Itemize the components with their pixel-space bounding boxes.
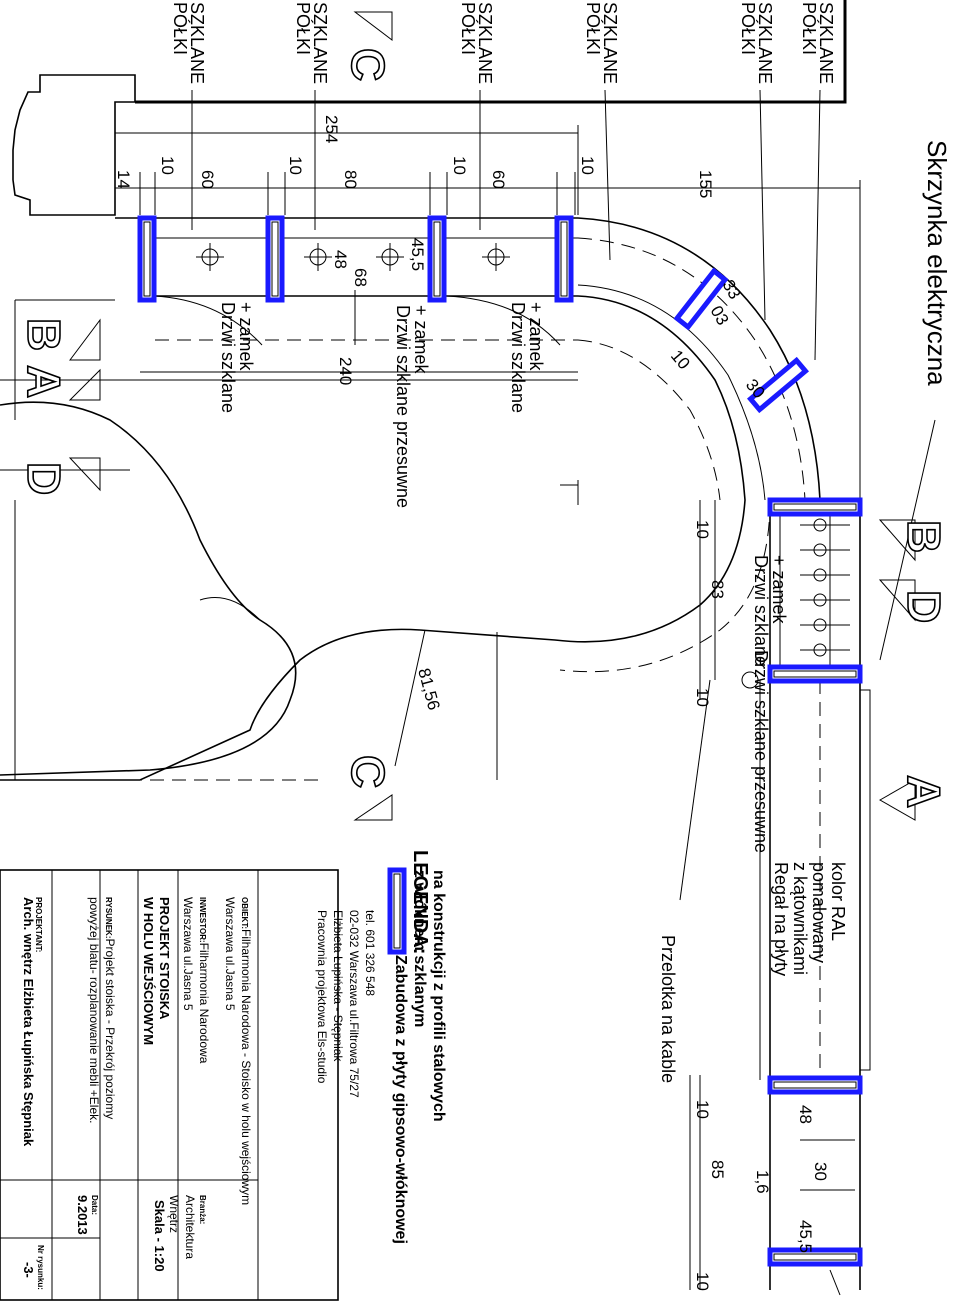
svg-text:60: 60 — [198, 170, 217, 189]
svg-text:81,56: 81,56 — [414, 666, 443, 712]
svg-text:45,5: 45,5 — [796, 1220, 815, 1253]
legend-item: Zabudowa z płyty gipsowo-włóknowej z włó… — [392, 870, 447, 1248]
svg-text:powyżej blatu- rozplanowanie: powyżej blatu- rozplanowanie mebli +Elek… — [87, 897, 101, 1123]
svg-text:Arch. wnętrz Elżbieta Łupińska: Arch. wnętrz Elżbieta Łupińska Stępniak — [21, 897, 36, 1147]
svg-text:Pracownia projektowa Els-studi: Pracownia projektowa Els-studio Elżbieta… — [315, 910, 377, 1101]
dimension-texts: 254 14 10 60 10 80 10 60 10 155 45,5 48 … — [114, 115, 830, 1291]
svg-text:PROJEKT STOISKA: PROJEKT STOISKA — [157, 897, 172, 1020]
svg-text:10: 10 — [578, 156, 597, 175]
svg-text:10: 10 — [693, 1100, 712, 1119]
svg-text:Warszawa ul.Jasna 5: Warszawa ul.Jasna 5 — [223, 897, 237, 1011]
svg-text:10: 10 — [286, 156, 305, 175]
regal-note: Regał na płyty z kątownikami pomalowany … — [771, 862, 848, 981]
svg-text:Nr rysunku:: Nr rysunku: — [36, 1245, 45, 1290]
right-cabinet — [741, 500, 871, 1296]
svg-text:Wnętrz: Wnętrz — [167, 1195, 181, 1233]
svg-text:Skala - 1:20: Skala - 1:20 — [152, 1200, 167, 1272]
svg-text:D: D — [18, 462, 70, 495]
legend-swatch — [387, 867, 407, 955]
legend: LEGENDA: Zabudowa z płyty gipsowo-włókno… — [387, 850, 447, 1248]
title-block: Pracownia projektowa Els-studio Elżbieta… — [0, 869, 377, 1301]
svg-text:03: 03 — [707, 303, 733, 329]
svg-text:Warszawa ul.Jasna 5: Warszawa ul.Jasna 5 — [181, 897, 195, 1011]
svg-text:B: B — [898, 520, 950, 553]
svg-text:C: C — [342, 755, 394, 788]
svg-text:254: 254 — [322, 115, 341, 143]
svg-text:PROJEKTANT:: PROJEKTANT: — [34, 897, 43, 952]
door-labels: Drzwi szklane+ zamek Drzwi szklane przes… — [218, 302, 789, 853]
door-label-3: Drzwi szklane+ zamek — [508, 302, 546, 413]
svg-text:9.2013: 9.2013 — [75, 1195, 90, 1235]
notes: Regał na płyty z kątownikami pomalowany … — [658, 862, 848, 1083]
svg-text:48: 48 — [796, 1105, 815, 1124]
electric-box-label: Skrzynka elektryczna — [922, 140, 952, 386]
svg-text:A: A — [18, 365, 70, 398]
svg-text:RYSUNEK:Projekt stoiska - Prze: RYSUNEK:Projekt stoiska - Przekrój pozio… — [103, 897, 117, 1119]
shelf-label-6: PÓŁKISZKLANE — [799, 2, 836, 84]
door-label-2: Drzwi szklane przesuwne+ zamek — [393, 305, 431, 508]
svg-text:10: 10 — [158, 156, 177, 175]
svg-text:INWESTOR:Filharmonia Narodowa: INWESTOR:Filharmonia Narodowa — [197, 897, 211, 1064]
svg-text:155: 155 — [696, 170, 715, 198]
shelf-labels: PÓŁKISZKLANE PÓŁKISZKLANE PÓŁKISZKLANE P… — [170, 2, 836, 84]
przelotka-note: Przelotka na kable — [658, 935, 678, 1083]
door-label-5: Drzwi szklane przesuwne — [751, 650, 771, 853]
svg-text:W HOLU WEJŚCIOWYM: W HOLU WEJŚCIOWYM — [141, 897, 156, 1045]
svg-text:B: B — [18, 318, 70, 351]
svg-text:14: 14 — [114, 170, 133, 189]
svg-text:10: 10 — [693, 688, 712, 707]
svg-text:10: 10 — [693, 520, 712, 539]
door-label-1: Drzwi szklane+ zamek — [218, 302, 256, 413]
wall-line — [135, 0, 847, 104]
blue-posts — [137, 215, 863, 1267]
curved-corner — [560, 217, 821, 505]
svg-text:85: 85 — [708, 1160, 727, 1179]
svg-text:Branża:: Branża: — [198, 1195, 207, 1224]
legend-title: LEGENDA: — [409, 850, 431, 954]
column-block — [12, 74, 136, 216]
top-cabinet — [115, 217, 578, 381]
svg-text:-3-: -3- — [21, 1262, 36, 1278]
shelf-label-2: PÓŁKISZKLANE — [293, 2, 330, 84]
svg-text:Architektura: Architektura — [183, 1195, 197, 1259]
svg-text:A: A — [898, 775, 950, 808]
svg-text:10: 10 — [693, 1272, 712, 1291]
counter-curve — [0, 299, 771, 781]
svg-text:45,5: 45,5 — [408, 238, 427, 271]
svg-text:83: 83 — [708, 580, 727, 599]
shelf-label-4: PÓŁKISZKLANE — [583, 2, 620, 84]
svg-text:68: 68 — [351, 268, 370, 287]
svg-text:80: 80 — [341, 170, 360, 189]
section-letters: B A D C C B D A — [17, 47, 951, 809]
svg-text:OBIEKT:Filharmonia Narodowa -: OBIEKT:Filharmonia Narodowa - Stoisko w … — [239, 897, 253, 1205]
svg-text:C: C — [342, 48, 394, 81]
svg-text:Data:: Data: — [90, 1195, 99, 1215]
svg-text:1,6: 1,6 — [753, 1170, 772, 1194]
svg-text:10: 10 — [667, 346, 694, 373]
shelf-label-1: PÓŁKISZKLANE — [170, 2, 207, 84]
svg-text:240: 240 — [336, 357, 355, 385]
shelf-label-3: PÓŁKISZKLANE — [458, 2, 495, 84]
svg-text:30: 30 — [811, 1162, 830, 1181]
svg-text:D: D — [898, 590, 950, 623]
svg-text:10: 10 — [450, 156, 469, 175]
section-markers — [68, 11, 916, 821]
shelf-label-5: PÓŁKISZKLANE — [738, 2, 775, 84]
svg-text:60: 60 — [489, 170, 508, 189]
leader-lines — [191, 89, 936, 1290]
svg-text:48: 48 — [331, 250, 350, 269]
door-label-4: Drzwi szklane+ zamek — [751, 555, 789, 666]
